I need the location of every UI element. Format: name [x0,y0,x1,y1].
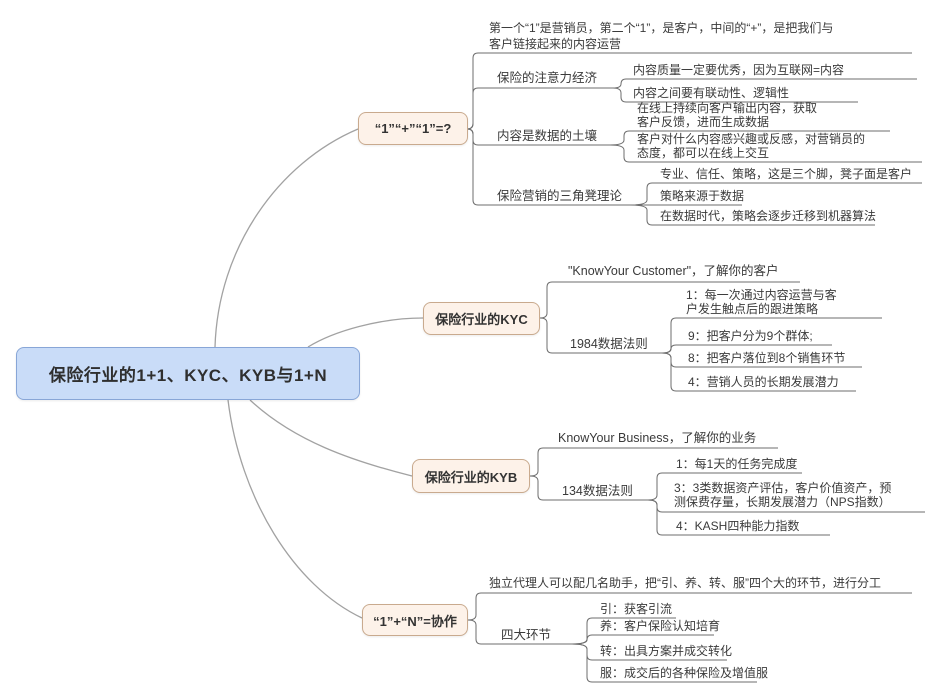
branch2-connectors [539,281,882,392]
branch-topic-1plusN[interactable]: “1”+“N”=协作 [362,604,468,636]
topic-three-legs[interactable]: 专业、信任、策略，这是三个脚，凳子面是客户 [660,167,913,181]
topic-kyc-rule-8[interactable]: 8：把客户落位到8个销售环节 [688,351,846,365]
branch-topic-1plusN-label: “1”+“N”=协作 [373,613,457,629]
branch-topic-kyc[interactable]: 保险行业的KYC [423,302,540,335]
topic-independent-agent[interactable]: 独立代理人可以配几名助手，把“引、养、转、服”四个大的环节，进行分工 [489,576,881,590]
topic-stage-attract[interactable]: 引：获客引流 [600,602,673,616]
topic-kyb-rule-4[interactable]: 4：KASH四种能力指数 [676,519,800,533]
topic-1984-data-rule[interactable]: 1984数据法则 [570,337,648,351]
topic-strategy-to-algorithm[interactable]: 在数据时代，策略会逐步迁移到机器算法 [660,209,877,223]
branch-topic-kyb[interactable]: 保险行业的KYB [412,459,530,493]
topic-kyc-rule-9[interactable]: 9：把客户分为9个群体; [688,329,813,343]
topic-stage-serve[interactable]: 服：成交后的各种保险及增值服 [600,666,769,680]
branch-topic-1plus1-label: “1”“+”“1”=? [374,121,452,136]
topic-online-output[interactable]: 在线上持续向客户输出内容，获取 客户反馈，进而生成数据 [637,101,818,129]
topic-attention-economy[interactable]: 保险的注意力经济 [497,71,598,85]
topic-content-quality[interactable]: 内容质量一定要优秀，因为互联网=内容 [633,63,845,77]
branch1-connectors [466,52,922,226]
topic-134-data-rule[interactable]: 134数据法则 [562,484,633,498]
branch-topic-kyb-label: 保险行业的KYB [424,469,518,485]
topic-strategy-from-data[interactable]: 策略来源于数据 [660,189,745,203]
branch4-connectors [467,592,912,683]
topic-kyb-rule-1[interactable]: 1：每1天的任务完成度 [676,457,798,471]
topic-stage-convert[interactable]: 转：出具方案并成交转化 [600,644,733,658]
topic-kyc-rule-1[interactable]: 1：每一次通过内容运营与客 户发生触点后的跟进策略 [686,288,837,316]
root-branch-curves [214,128,424,619]
branch3-connectors [529,447,925,536]
topic-kyc-rule-4[interactable]: 4：营销人员的长期发展潜力 [688,375,839,389]
topic-kyb-rule-3[interactable]: 3：3类数据资产评估，客户价值资产，预 测保费存量，长期发展潜力（NPS指数） [674,481,892,509]
topic-stage-nurture[interactable]: 养：客户保险认知培育 [600,619,721,633]
branch-topic-kyc-label: 保险行业的KYC [435,312,528,327]
topic-know-your-customer[interactable]: "KnowYour Customer"，了解你的客户 [568,264,779,278]
root-topic-label: 保险行业的1+1、KYC、KYB与1+N [48,366,328,385]
topic-customer-interest[interactable]: 客户对什么内容感兴趣或反感，对营销员的 态度，都可以在线上交互 [637,132,866,160]
topic-four-stages[interactable]: 四大环节 [501,628,552,642]
topic-content-linkage[interactable]: 内容之间要有联动性、逻辑性 [633,86,790,100]
branch-topic-1plus1[interactable]: “1”“+”“1”=? [358,112,468,145]
topic-1plus1-note[interactable]: 第一个“1”是营销员，第二个“1”，是客户，中间的“+”，是把我们与 客户链接起… [489,21,834,51]
topic-content-data-soil[interactable]: 内容是数据的土壤 [497,129,598,143]
root-topic[interactable]: 保险行业的1+1、KYC、KYB与1+N [16,347,360,400]
topic-know-your-business[interactable]: KnowYour Business，了解你的业务 [558,431,757,445]
topic-tripod-theory[interactable]: 保险营销的三角凳理论 [497,189,623,203]
